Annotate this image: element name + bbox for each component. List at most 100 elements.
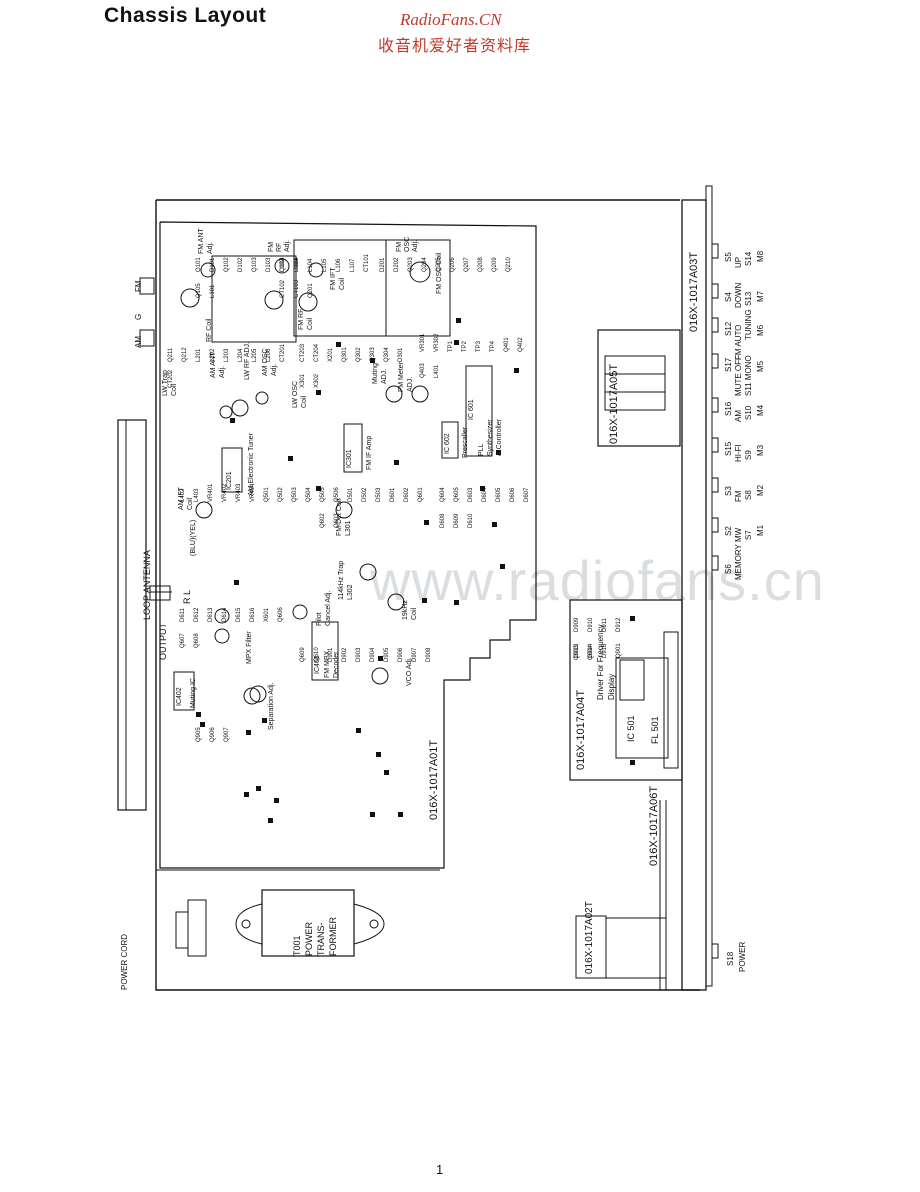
ic602-chip bbox=[441, 421, 459, 459]
switch-4-mem: M5 bbox=[756, 360, 765, 372]
fm-osc-adj-label-1: FM bbox=[396, 241, 403, 252]
switch-5-mid: AM bbox=[734, 410, 743, 422]
component-d910: D910 bbox=[588, 617, 594, 632]
component-l206: L206 bbox=[266, 348, 272, 362]
board-main: 016X-1017A01T bbox=[428, 739, 440, 820]
component-q606: Q606 bbox=[278, 607, 284, 622]
fm-meter-label-1: FM Meter bbox=[398, 362, 405, 392]
switch-1-top: S5 bbox=[724, 252, 733, 262]
component-q602: Q602 bbox=[320, 513, 326, 528]
component-l106: L106 bbox=[336, 258, 342, 272]
switch-8-mid: MW bbox=[734, 527, 743, 542]
component-q401: Q401 bbox=[504, 337, 510, 352]
rf-coil-label: RF Coil bbox=[206, 318, 213, 342]
fm-osc-adj-label-3: Adj. bbox=[412, 239, 419, 252]
l102-coil bbox=[264, 290, 284, 310]
l204-coil bbox=[231, 399, 249, 417]
board-power-cord: 016X-1017A02T bbox=[584, 901, 595, 974]
switch-5-top: S16 bbox=[724, 401, 733, 416]
main-pcb-outline bbox=[159, 221, 537, 869]
component-q506: Q506 bbox=[334, 487, 340, 502]
component-d612: D612 bbox=[194, 607, 200, 622]
vr404 bbox=[249, 685, 267, 703]
component-vr403: VR403 bbox=[236, 483, 242, 502]
component-q903: Q903 bbox=[574, 645, 580, 660]
ic301-chip bbox=[343, 423, 363, 473]
mount-hole-right bbox=[369, 919, 379, 929]
component-q211: Q211 bbox=[168, 347, 174, 362]
am-terminal bbox=[139, 329, 155, 347]
power-switch-top: S18 bbox=[726, 951, 735, 966]
ic602-label: IC 602 bbox=[444, 433, 451, 454]
fm-meter-label-2: ADJ. bbox=[407, 376, 414, 392]
component-d607: D607 bbox=[524, 487, 530, 502]
watermark-site: RadioFans.CN bbox=[400, 10, 502, 29]
ct102-trimmer bbox=[274, 258, 290, 274]
component-tp4: TP4 bbox=[490, 340, 496, 352]
component-l102: L102 bbox=[280, 258, 286, 272]
component-q105: Q105 bbox=[196, 283, 202, 298]
trap-114-label-1: 114kHz Trap bbox=[338, 560, 345, 600]
l402-coil bbox=[214, 628, 230, 644]
lw-osc-coil-label-1: LW OSC bbox=[292, 380, 299, 408]
switch-2-mid: DOWN bbox=[734, 282, 743, 308]
switch-3-top: S12 bbox=[724, 321, 733, 336]
ic402-chip bbox=[173, 671, 195, 711]
component-q302: Q302 bbox=[356, 347, 362, 362]
key-board bbox=[597, 329, 681, 447]
component-d615: D615 bbox=[236, 607, 242, 622]
fl501-label: FL 501 bbox=[650, 716, 660, 744]
switch-2-top: S4 bbox=[724, 292, 733, 302]
component-l204: L204 bbox=[238, 348, 244, 362]
component-tp3: TP3 bbox=[476, 340, 482, 352]
fm-ift-label-2: Coil bbox=[339, 277, 346, 290]
component-q201: Q201 bbox=[308, 283, 314, 298]
ic401-chip bbox=[311, 621, 339, 681]
component-vr302: VR302 bbox=[434, 333, 440, 352]
component-q212: Q212 bbox=[182, 347, 188, 362]
fm-det-label-2: L301 bbox=[345, 520, 352, 536]
switch-8-sub: S7 bbox=[744, 530, 753, 540]
output-jack bbox=[149, 585, 171, 601]
blu-yel-label: (BLU)(YEL) bbox=[190, 519, 197, 556]
g-label: G bbox=[134, 313, 143, 320]
am-ift-label-2: Coil bbox=[187, 497, 194, 510]
component-d202: D202 bbox=[394, 257, 400, 272]
component-l101: L101 bbox=[210, 284, 216, 298]
component-l205: L205 bbox=[252, 348, 258, 362]
vr301 bbox=[385, 385, 403, 403]
loop-antenna-label: LOOP ANTENNA bbox=[142, 550, 152, 620]
page-number: 1 bbox=[436, 1162, 444, 1177]
component-q610: Q610 bbox=[314, 647, 320, 662]
component-d915: D915 bbox=[602, 643, 608, 658]
switch-5-mem: M4 bbox=[756, 404, 765, 416]
component-ct204: CT204 bbox=[314, 343, 320, 362]
transformer-mount-right bbox=[353, 903, 385, 945]
page-title: Chassis Layout bbox=[104, 4, 267, 27]
component-q204: Q204 bbox=[422, 257, 428, 272]
switch-1-mem: M8 bbox=[756, 250, 765, 262]
switch-2-mem: M7 bbox=[756, 290, 765, 302]
l103-coil bbox=[298, 292, 318, 312]
component-q608: Q608 bbox=[194, 633, 200, 648]
component-l401: L401 bbox=[434, 364, 440, 378]
component-d102: D102 bbox=[238, 257, 244, 272]
component-d906: D906 bbox=[398, 647, 404, 662]
power-cord-label: POWER CORD bbox=[120, 934, 129, 990]
component-marks bbox=[196, 318, 635, 823]
mount-hole-left bbox=[241, 919, 251, 929]
vr402 bbox=[371, 667, 389, 685]
rf-box bbox=[211, 255, 297, 343]
switch-4-top: S17 bbox=[724, 357, 733, 372]
coil-19k-label-2: Coil bbox=[411, 607, 418, 620]
component-ct202: CT202 bbox=[168, 369, 174, 388]
loop-antenna bbox=[117, 419, 147, 811]
l101-coil bbox=[180, 288, 200, 308]
component-d602: D602 bbox=[404, 487, 410, 502]
pll-label-2: Synthesizer bbox=[487, 419, 494, 456]
component-tp2: TP2 bbox=[462, 340, 468, 352]
pll-label-1: PLL bbox=[478, 443, 485, 456]
component-d606: D606 bbox=[510, 487, 516, 502]
component-q102: Q102 bbox=[224, 257, 230, 272]
